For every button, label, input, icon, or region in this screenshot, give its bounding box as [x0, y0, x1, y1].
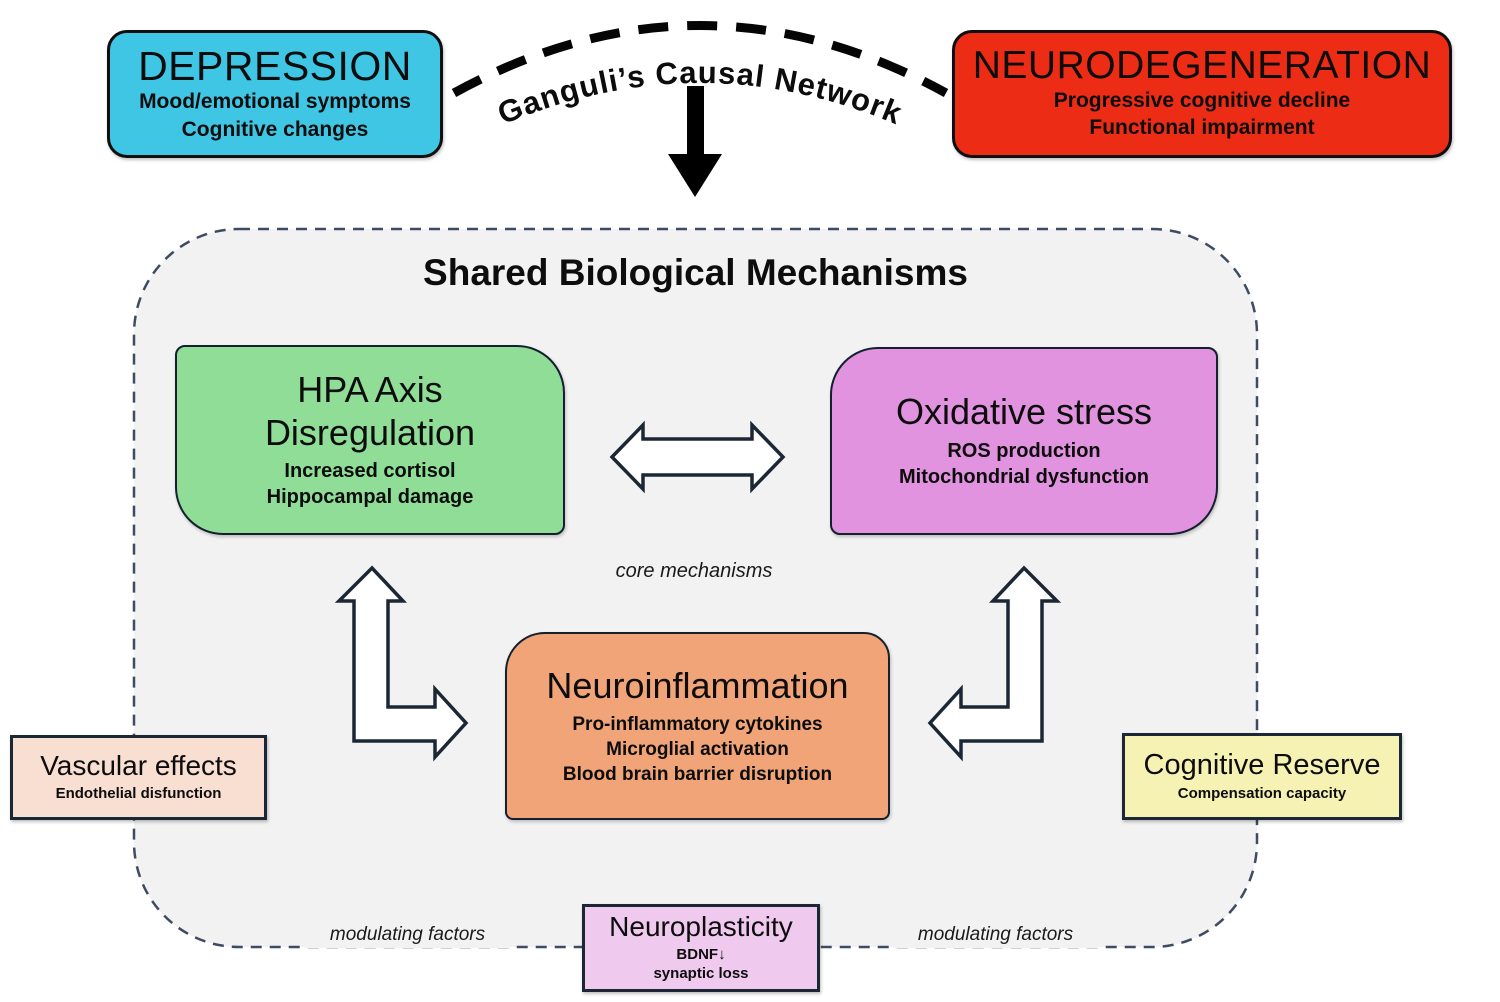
hpa-axis-box: HPA Axis Disregulation Increased cortiso… [175, 345, 565, 535]
neurodegeneration-box: NEURODEGENERATION Progressive cognitive … [952, 30, 1452, 158]
depression-symptom-line: Mood/emotional symptoms [139, 90, 411, 114]
cognitive-reserve-box: Cognitive Reserve Compensation capacity [1122, 733, 1402, 820]
oxidative-detail-line: Mitochondrial dysfunction [899, 466, 1149, 489]
dashed-arc-connector [451, 21, 949, 97]
double-arrow-icon [609, 420, 786, 494]
oxidative-title: Oxidative stress [895, 391, 1153, 433]
oxidative-detail-line: ROS production [947, 439, 1101, 462]
neurodegeneration-symptom-line: Progressive cognitive decline [1053, 89, 1351, 113]
bent-arrow-up-left-icon [927, 565, 1062, 762]
down-arrow-icon [668, 86, 722, 197]
neuroinflammation-box: Neuroinflammation Pro-inflammatory cytok… [505, 632, 890, 820]
hpa-detail-lines: Increased cortisol Hippocampal damage [177, 458, 563, 511]
depression-box: DEPRESSION Mood/emotional symptoms Cogni… [107, 30, 443, 158]
neuroinflammation-detail-lines: Pro-inflammatory cytokines Microglial ac… [507, 712, 888, 787]
neuroinflammation-detail-line: Pro-inflammatory cytokines [572, 713, 823, 735]
cognitive-reserve-detail-line: Compensation capacity [1177, 784, 1347, 802]
neuroplasticity-detail-line: synaptic loss [653, 965, 749, 983]
hpa-detail-line: Hippocampal damage [266, 486, 474, 509]
core-mechanisms-label: core mechanisms [615, 560, 773, 582]
modulating-factors-label-right: modulating factors [893, 922, 1098, 948]
oxidative-stress-box: Oxidative stress ROS production Mitochon… [830, 347, 1218, 535]
modulating-factors-label-left: modulating factors [305, 922, 510, 948]
hpa-title-line2: Disregulation [264, 411, 476, 453]
hpa-detail-line: Increased cortisol [284, 460, 456, 483]
neuroinflammation-detail-line: Microglial activation [606, 738, 789, 760]
neurodegeneration-title: NEURODEGENERATION [972, 44, 1432, 88]
arc-label-text: Ganguli’s Causal Network [493, 55, 908, 131]
neuroplasticity-detail-lines: BDNF↓ synaptic loss [585, 945, 817, 984]
vascular-title: Vascular effects [40, 750, 237, 782]
depression-title: DEPRESSION [138, 43, 412, 90]
arc-label: Ganguli’s Causal Network [493, 55, 907, 131]
oxidative-detail-lines: ROS production Mitochondrial dysfunction [832, 438, 1216, 491]
vascular-detail-line: Endothelial disfunction [55, 785, 222, 803]
neuroinflammation-title: Neuroinflammation [546, 665, 849, 707]
hpa-title-line1: HPA Axis [297, 369, 443, 411]
neuroinflammation-detail-line: Blood brain barrier disruption [562, 763, 833, 785]
vascular-effects-box: Vascular effects Endothelial disfunction [10, 735, 267, 820]
shared-mechanisms-title: Shared Biological Mechanisms [423, 252, 968, 293]
depression-symptom-line: Cognitive changes [181, 117, 369, 141]
shared-mechanisms-container [132, 227, 1259, 949]
cognitive-reserve-title: Cognitive Reserve [1143, 748, 1381, 781]
neuroplasticity-title: Neuroplasticity [609, 911, 793, 943]
neuroplasticity-detail-line: BDNF↓ [676, 945, 726, 963]
bent-arrow-up-right-icon [334, 565, 469, 762]
neurodegeneration-symptom-line: Functional impairment [1089, 116, 1315, 140]
neuroplasticity-box: Neuroplasticity BDNF↓ synaptic loss [582, 904, 820, 992]
